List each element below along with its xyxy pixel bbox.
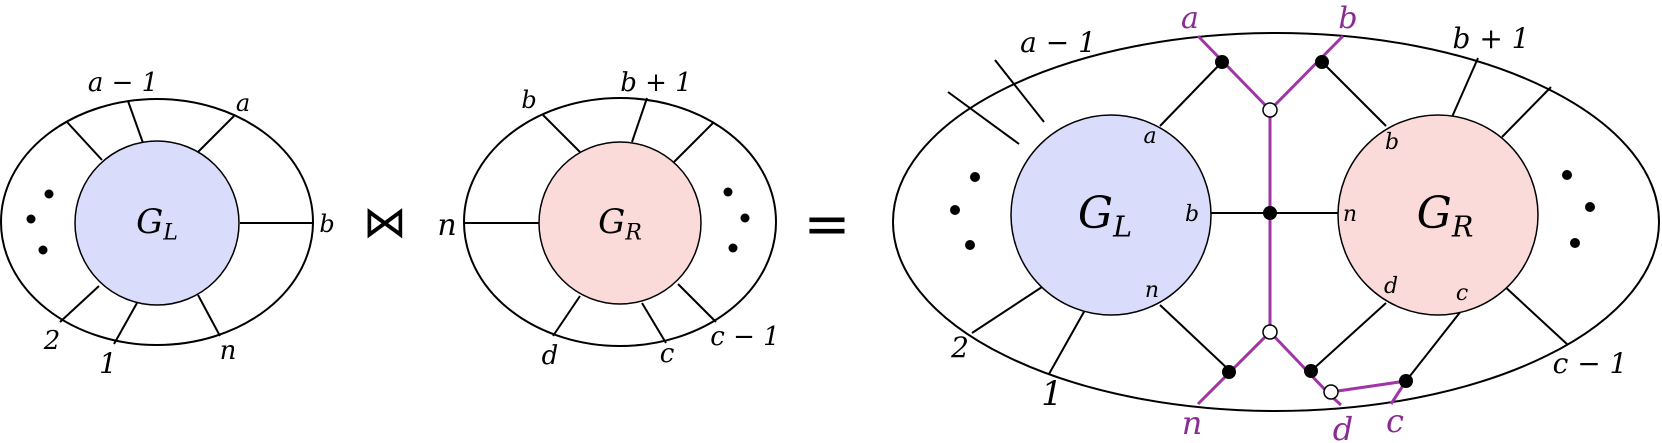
label-1: 1	[1041, 374, 1063, 414]
right-gr-circle	[1337, 114, 1539, 316]
ellipsis-dot	[1570, 238, 1580, 248]
black-vertex	[1304, 364, 1318, 378]
label-d: d	[542, 341, 559, 371]
label-a-minus-1: a − 1	[88, 68, 158, 98]
left-leg	[196, 115, 235, 154]
left-diagram: GL a − 1 a b n 1 2	[0, 68, 335, 380]
equals-sign: =	[804, 192, 851, 257]
right-gr-leg	[1451, 57, 1479, 118]
right-gl-leg	[1048, 309, 1086, 375]
black-vertex	[1222, 365, 1236, 379]
gl-port-n: n	[1145, 278, 1159, 303]
label-n: n	[437, 208, 456, 243]
left-leg	[66, 121, 103, 161]
gr-port-d: d	[1384, 274, 1398, 299]
gr-port-c: c	[1456, 281, 1468, 306]
label-n: n	[220, 336, 237, 366]
purple-label-c: c	[1386, 402, 1404, 440]
purple-label-a: a	[1181, 1, 1199, 36]
left-outer-ellipse	[0, 98, 314, 346]
label-a: a	[236, 89, 250, 117]
right-gr-label: GR	[1417, 188, 1474, 244]
white-vertex	[1262, 102, 1278, 118]
right-edge-a	[1159, 61, 1223, 127]
purple-label-b: b	[1338, 1, 1357, 36]
middle-leg	[641, 302, 667, 344]
right-gr-leg	[1501, 86, 1552, 138]
right-gl-leg	[971, 286, 1043, 334]
label-a-minus-1: a − 1	[1020, 26, 1096, 59]
purple-label-n: n	[1182, 404, 1203, 442]
black-vertex	[1263, 206, 1277, 220]
right-edge-c	[1405, 305, 1466, 382]
label-b: b	[319, 210, 334, 238]
gr-port-b: b	[1385, 130, 1399, 155]
label-b-plus-1: b + 1	[1453, 22, 1530, 55]
left-leg	[59, 285, 100, 323]
middle-gr-circle	[538, 141, 702, 305]
ellipsis-dot	[26, 214, 36, 224]
ellipsis-dot	[1562, 170, 1572, 180]
right-gl-leg	[994, 59, 1045, 123]
black-vertex	[1399, 374, 1413, 388]
right-gl-leg	[947, 91, 1020, 145]
label-c-minus-1: c − 1	[710, 322, 779, 352]
ellipsis-dot	[965, 240, 975, 250]
white-vertex	[1262, 324, 1278, 340]
ellipsis-dot	[970, 172, 980, 182]
right-gl-label: GL	[1078, 188, 1132, 244]
label-b: b	[521, 86, 536, 114]
ellipsis-dot	[950, 205, 960, 215]
label-2: 2	[43, 326, 61, 356]
middle-leg	[677, 283, 717, 323]
ellipsis-dot	[728, 243, 738, 253]
middle-leg	[542, 114, 581, 153]
right-outer-ellipse	[892, 32, 1660, 412]
left-leg	[113, 302, 138, 345]
black-vertex	[1215, 55, 1229, 69]
purple-edge-c	[1330, 379, 1407, 394]
label-b-plus-1: b + 1	[620, 68, 692, 98]
left-gl-circle	[74, 140, 240, 306]
right-edge-d	[1310, 302, 1387, 372]
right-edge-b	[1321, 61, 1387, 127]
label-1: 1	[99, 347, 117, 380]
bowtie-operator: ⋈	[363, 197, 407, 248]
ellipsis-dot	[44, 189, 54, 199]
ellipsis-dot	[38, 245, 48, 255]
middle-leg	[552, 295, 581, 337]
label-2: 2	[950, 331, 969, 364]
right-gr-leg	[1501, 283, 1569, 346]
gr-port-n: n	[1343, 202, 1357, 227]
right-edge-n	[1159, 304, 1230, 371]
ellipsis-dot	[1585, 202, 1595, 212]
label-c-minus-1: c − 1	[1553, 347, 1628, 380]
right-gl-circle	[1010, 114, 1212, 316]
middle-leg	[673, 121, 715, 163]
purple-label-d: d	[1333, 410, 1353, 443]
gl-port-a: a	[1143, 124, 1156, 149]
label-c: c	[660, 339, 675, 369]
black-vertex	[1315, 55, 1329, 69]
left-leg	[127, 100, 144, 144]
purple-top-branch	[1196, 34, 1345, 113]
ellipsis-dot	[723, 187, 733, 197]
middle-diagram: GR n b b + 1 d c c − 1	[437, 68, 779, 371]
right-diagram: GL GR a − 1 b + 1 2 1 c − 1 a b	[892, 1, 1660, 443]
left-gl-label: GL	[136, 202, 178, 246]
left-leg	[197, 294, 221, 337]
white-vertex	[1323, 384, 1339, 400]
gl-port-b: b	[1185, 202, 1199, 227]
ellipsis-dot	[740, 213, 750, 223]
middle-gr-label: GR	[598, 202, 642, 246]
middle-leg	[631, 97, 648, 143]
middle-outer-ellipse	[463, 97, 777, 347]
